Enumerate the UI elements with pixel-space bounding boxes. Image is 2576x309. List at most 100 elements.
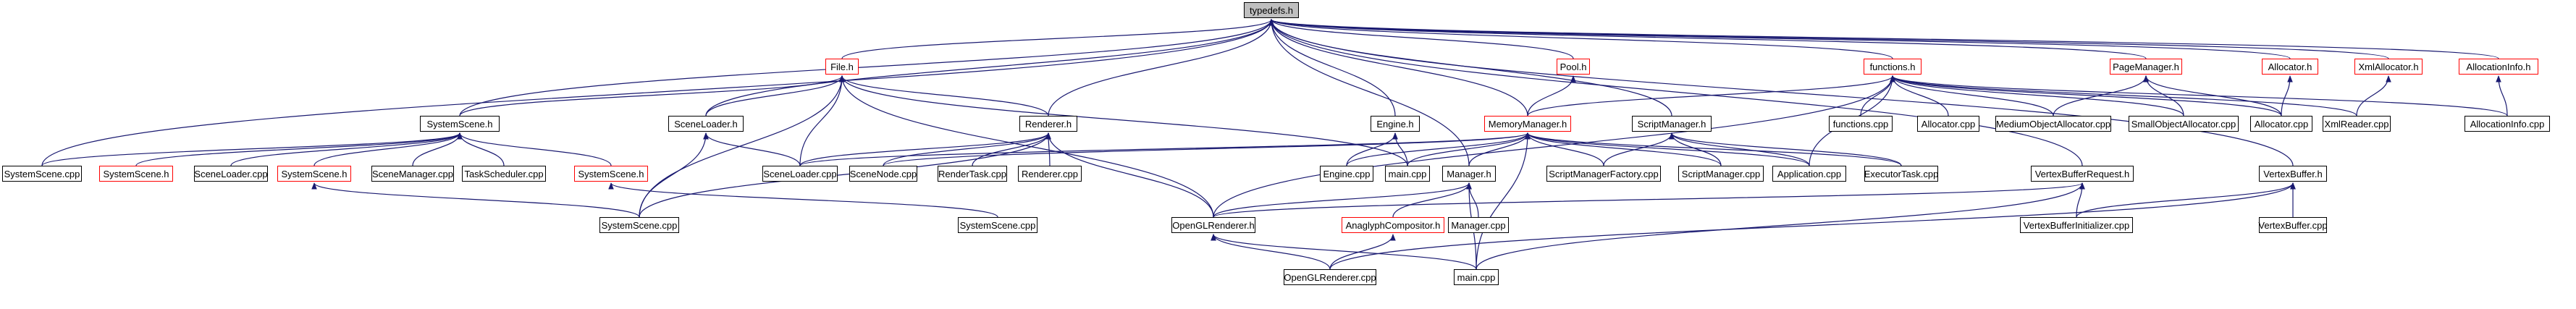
edge-engine_cpp-to-memorymanager_h bbox=[1346, 132, 1531, 166]
node-manager-h[interactable]: Manager.h bbox=[1442, 166, 1496, 182]
node-main-cpp-2[interactable]: main.cpp bbox=[1454, 269, 1499, 285]
node-manager-cpp[interactable]: Manager.cpp bbox=[1448, 217, 1509, 233]
edge-engine_h-to-typedefs_h bbox=[1268, 19, 1396, 117]
edge-openglrenderer_h-to-vertexbufferrequest_h bbox=[1213, 182, 2085, 218]
edge-scriptmanagerfactory_cpp-to-memorymanager_h bbox=[1525, 132, 1604, 166]
edge-systemscene_h_r3-to-systemscene_h_main bbox=[457, 132, 612, 166]
edge-vertexbufferinitializer_cpp-to-vertexbuffer_h bbox=[2076, 182, 2296, 218]
node-rendertask-cpp[interactable]: RenderTask.cpp bbox=[938, 166, 1007, 182]
edge-sceneloader_cpp_2-to-file_h bbox=[799, 75, 845, 166]
node-sceneloader-cpp-1[interactable]: SceneLoader.cpp bbox=[194, 166, 268, 182]
node-xmlreader-cpp[interactable]: XmlReader.cpp bbox=[2323, 116, 2391, 132]
node-vertexbufferinitializer-cpp[interactable]: VertexBufferInitializer.cpp bbox=[2020, 217, 2133, 233]
node-allocationinfo-h[interactable]: AllocationInfo.h bbox=[2459, 59, 2538, 75]
node-vertexbuffer-h[interactable]: VertexBuffer.h bbox=[2259, 166, 2327, 182]
node-systemscene-cpp-3[interactable]: SystemScene.cpp bbox=[958, 217, 1037, 233]
node-mediumobjectallocator-cpp[interactable]: MediumObjectAllocator.cpp bbox=[1995, 116, 2111, 132]
edge-main_cpp_2-to-openglrenderer_h bbox=[1211, 234, 1477, 270]
edge-vertexbufferrequest_h-to-typedefs_h bbox=[1268, 19, 2083, 166]
edge-systemscene_cpp_1-to-typedefs_h bbox=[41, 19, 1274, 166]
node-allocator-cpp-2[interactable]: Allocator.cpp bbox=[2250, 116, 2312, 132]
node-pool-h[interactable]: Pool.h bbox=[1557, 59, 1590, 75]
node-engine-h[interactable]: Engine.h bbox=[1371, 116, 1420, 132]
edge-xmlreader_cpp-to-functions_h bbox=[1890, 75, 2357, 117]
node-sceneloader-h[interactable]: SceneLoader.h bbox=[668, 116, 744, 132]
node-functions-cpp[interactable]: functions.cpp bbox=[1829, 116, 1893, 132]
node-systemscene-h-r1[interactable]: SystemScene.h bbox=[99, 166, 173, 182]
node-xmlallocator-h[interactable]: XmlAllocator.h bbox=[2354, 59, 2423, 75]
node-sceneloader-cpp-2[interactable]: SceneLoader.cpp bbox=[762, 166, 838, 182]
edge-anaglyphcompositor_h-to-manager_h bbox=[1392, 182, 1472, 218]
edge-systemscene_h_main-to-file_h bbox=[459, 75, 845, 117]
edge-sceneloader_cpp_1-to-systemscene_h_main bbox=[230, 132, 463, 166]
edge-systemscene_cpp_2-to-renderer_h bbox=[639, 132, 1051, 218]
edge-renderer_h-to-file_h bbox=[839, 75, 1049, 117]
edge-file_h-to-typedefs_h bbox=[841, 19, 1274, 59]
edge-allocationinfo_cpp-to-functions_h bbox=[1890, 75, 2508, 117]
edge-systemscene_cpp_2-to-systemscene_h_r2 bbox=[311, 182, 640, 218]
node-systemscene-cpp-2[interactable]: SystemScene.cpp bbox=[599, 217, 679, 233]
edge-scriptmanagerfactory_cpp-to-scriptmanager_h bbox=[1603, 132, 1675, 166]
edge-sceneloader_h-to-file_h bbox=[705, 75, 845, 117]
edge-renderer_h-to-typedefs_h bbox=[1048, 19, 1274, 117]
edge-openglrenderer_cpp-to-anaglyphcompositor_h bbox=[1329, 234, 1396, 270]
node-scenemanager-cpp[interactable]: SceneManager.cpp bbox=[371, 166, 454, 182]
edge-scenenode_cpp-to-renderer_h bbox=[883, 132, 1051, 166]
edge-executortask_cpp-to-scriptmanager_h bbox=[1669, 132, 1902, 166]
edge-application_cpp-to-memorymanager_h bbox=[1525, 132, 1810, 166]
edge-memorymanager_h-to-pool_h bbox=[1527, 75, 1576, 117]
node-allocationinfo-cpp[interactable]: AllocationInfo.cpp bbox=[2465, 116, 2550, 132]
edge-application_cpp-to-scriptmanager_h bbox=[1669, 132, 1810, 166]
edge-systemscene_cpp_1-to-systemscene_h_main bbox=[41, 132, 463, 166]
node-systemscene-h-r3[interactable]: SystemScene.h bbox=[574, 166, 648, 182]
node-vertexbufferrequest-h[interactable]: VertexBufferRequest.h bbox=[2031, 166, 2134, 182]
node-scenenode-cpp[interactable]: SceneNode.cpp bbox=[849, 166, 917, 182]
node-systemscene-h-r2[interactable]: SystemScene.h bbox=[277, 166, 351, 182]
node-openglrenderer-cpp[interactable]: OpenGLRenderer.cpp bbox=[1284, 269, 1376, 285]
node-main-cpp-1[interactable]: main.cpp bbox=[1385, 166, 1430, 182]
node-scriptmanagerfactory-cpp[interactable]: ScriptManagerFactory.cpp bbox=[1546, 166, 1661, 182]
edge-main_cpp_1-to-file_h bbox=[839, 75, 1408, 166]
edge-openglrenderer_h-to-functions_h bbox=[1213, 75, 1895, 218]
edge-allocator_cpp_2-to-functions_h bbox=[1890, 75, 2282, 117]
node-smallobjectallocator-cpp[interactable]: SmallObjectAllocator.cpp bbox=[2129, 116, 2239, 132]
edge-engine_cpp-to-engine_h bbox=[1346, 132, 1398, 166]
node-memorymanager-h[interactable]: MemoryManager.h bbox=[1484, 116, 1571, 132]
node-openglrenderer-h[interactable]: OpenGLRenderer.h bbox=[1171, 217, 1255, 233]
edge-openglrenderer_h-to-file_h bbox=[839, 75, 1214, 218]
node-anaglyphcompositor-h[interactable]: AnaglyphCompositor.h bbox=[1342, 217, 1444, 233]
node-typedefs-h: typedefs.h bbox=[1244, 2, 1299, 18]
edge-systemscene_cpp_2-to-sceneloader_h bbox=[639, 132, 709, 218]
edge-systemscene_h_r2-to-systemscene_h_main bbox=[313, 132, 463, 166]
edge-pagemanager_h-to-typedefs_h bbox=[1268, 19, 2147, 59]
edge-mediumobjectallocator_cpp-to-functions_h bbox=[1890, 75, 2054, 117]
edge-memorymanager_h-to-typedefs_h bbox=[1268, 19, 1528, 117]
node-scriptmanager-h[interactable]: ScriptManager.h bbox=[1632, 116, 1712, 132]
edge-allocator_cpp_2-to-pagemanager_h bbox=[2143, 75, 2282, 117]
edge-main_cpp_2-to-memorymanager_h bbox=[1476, 132, 1531, 270]
node-renderer-h[interactable]: Renderer.h bbox=[1019, 116, 1077, 132]
edge-rendertask_cpp-to-renderer_h bbox=[972, 132, 1051, 166]
edge-allocator_cpp_2-to-allocator_h bbox=[2281, 75, 2293, 117]
node-systemscene-cpp-1[interactable]: SystemScene.cpp bbox=[2, 166, 82, 182]
node-renderer-cpp[interactable]: Renderer.cpp bbox=[1018, 166, 1082, 182]
edge-scenemanager_cpp-to-systemscene_h_main bbox=[412, 132, 463, 166]
node-file-h[interactable]: File.h bbox=[825, 59, 859, 75]
edge-xmlreader_cpp-to-xmlallocator_h bbox=[2356, 75, 2391, 117]
node-pagemanager-h[interactable]: PageManager.h bbox=[2110, 59, 2182, 75]
edge-openglrenderer_cpp-to-vertexbuffer_h bbox=[1329, 182, 2296, 270]
edge-main_cpp_1-to-memorymanager_h bbox=[1407, 132, 1531, 166]
edge-executortask_cpp-to-memorymanager_h bbox=[1525, 132, 1902, 166]
node-vertexbuffer-cpp[interactable]: VertexBuffer.cpp bbox=[2258, 217, 2328, 233]
node-application-cpp[interactable]: Application.cpp bbox=[1772, 166, 1846, 182]
edge-sceneloader_cpp_2-to-sceneloader_h bbox=[703, 132, 801, 166]
node-systemscene-h-main[interactable]: SystemScene.h bbox=[420, 116, 500, 132]
node-scriptmanager-cpp[interactable]: ScriptManager.cpp bbox=[1678, 166, 1764, 182]
node-functions-h[interactable]: functions.h bbox=[1864, 59, 1922, 75]
node-allocator-h[interactable]: Allocator.h bbox=[2262, 59, 2318, 75]
node-taskscheduler-cpp[interactable]: TaskScheduler.cpp bbox=[462, 166, 546, 182]
node-engine-cpp[interactable]: Engine.cpp bbox=[1320, 166, 1373, 182]
edge-allocationinfo_h-to-typedefs_h bbox=[1268, 19, 2499, 59]
node-allocator-cpp-1[interactable]: Allocator.cpp bbox=[1917, 116, 1979, 132]
node-executortask-cpp[interactable]: ExecutorTask.cpp bbox=[1864, 166, 1938, 182]
